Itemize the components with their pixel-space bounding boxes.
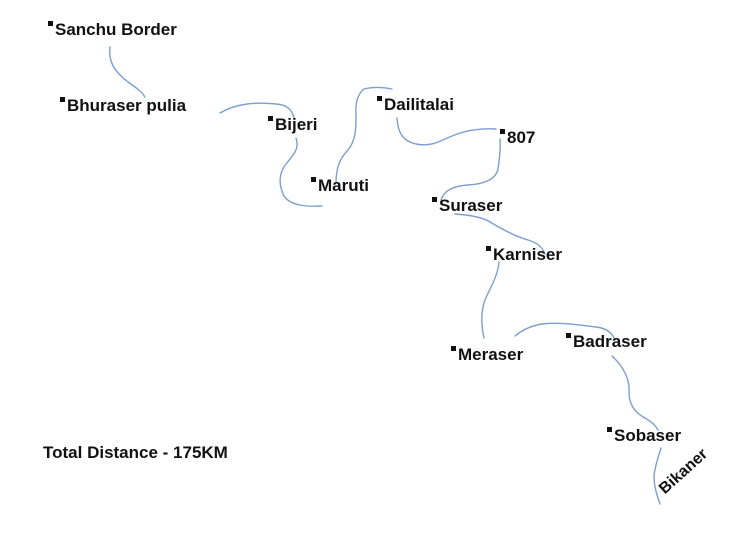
stop-bullet [500, 129, 505, 134]
stop-maruti: Maruti [311, 176, 369, 196]
stop-bullet [60, 97, 65, 102]
stop-bullet [377, 96, 382, 101]
stop-bullet [432, 197, 437, 202]
route-segment-dailitalai-807 [396, 117, 497, 146]
stop-label: Bhuraser pulia [67, 96, 187, 115]
stop-badraser: Badraser [566, 332, 647, 352]
stop-sobaser: Sobaser [607, 426, 681, 446]
stop-label: Meraser [458, 345, 524, 364]
stop-dailitalai: Dailitalai [377, 95, 454, 115]
stop-bullet [566, 333, 571, 338]
stop-label: Sanchu Border [55, 20, 177, 39]
route-segment-suraser-karniser [454, 213, 546, 255]
stop-bijeri: Bijeri [268, 115, 318, 135]
stop-meraser: Meraser [451, 345, 523, 365]
stop-bullet [451, 346, 456, 351]
total-distance: Total Distance - 175KM [43, 443, 228, 462]
stop-suraser: Suraser [432, 196, 502, 216]
route-segment-807-suraser [440, 138, 501, 201]
stop-label: 807 [507, 128, 536, 147]
route-segment-sanchu-bhuraser [108, 46, 146, 98]
stop-bullet [607, 427, 612, 432]
stop-bullet [311, 177, 316, 182]
stop-label: Suraser [439, 196, 503, 215]
stop-label: Bijeri [275, 115, 318, 134]
route-segment-karniser-meraser [481, 261, 500, 339]
route-segment-meraser-badraser [514, 322, 615, 339]
stop-label: Badraser [573, 332, 647, 351]
stop-bhuraser-pulia: Bhuraser pulia [60, 96, 186, 116]
stop-sanchu-border: Sanchu Border [48, 20, 177, 40]
stop-label: Sobaser [614, 426, 682, 445]
stop-bullet [48, 21, 53, 26]
stop-label: Karniser [493, 245, 562, 264]
stop-bullet [268, 116, 273, 121]
stop-karniser: Karniser [486, 245, 562, 265]
stop-807: 807 [500, 128, 535, 148]
stop-bullet [486, 246, 491, 251]
stop-label: Dailitalai [384, 95, 454, 114]
stop-label: Maruti [318, 176, 369, 195]
route-segment-maruti-dailitalai [335, 86, 393, 184]
route-segment-bhuraser-bijeri [219, 102, 295, 119]
route-segment-bijeri-maruti [279, 137, 323, 207]
route-segment-badraser-sobaser [611, 355, 659, 431]
route-segment-sobaser-bikaner [653, 447, 662, 505]
